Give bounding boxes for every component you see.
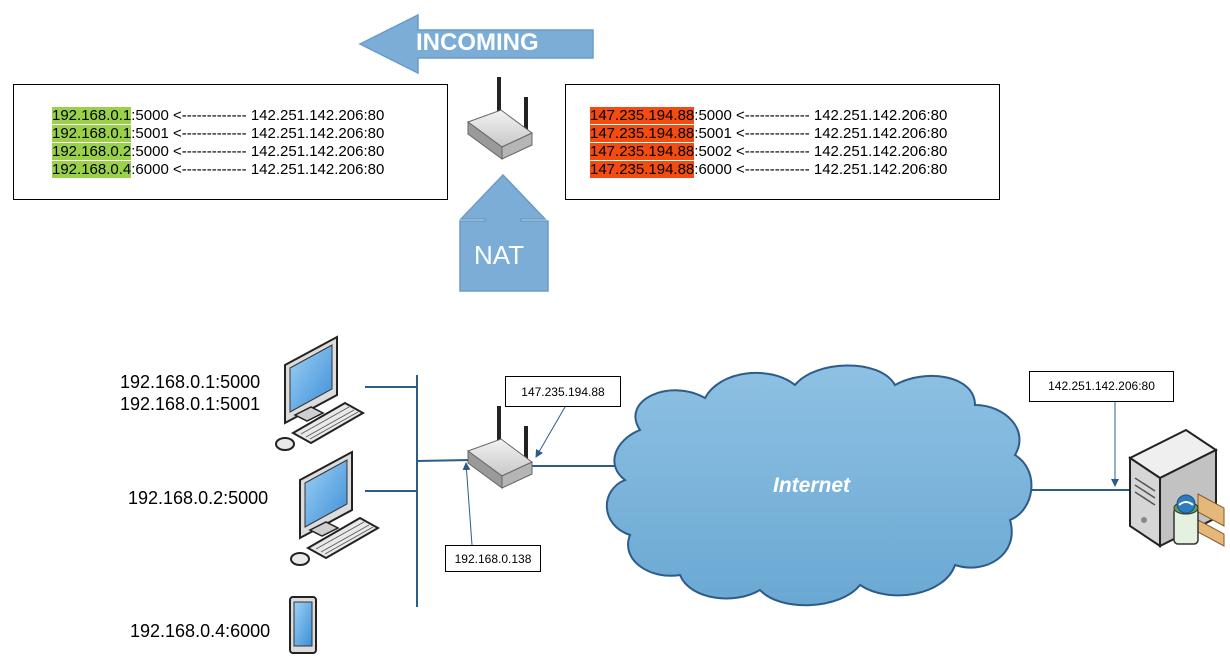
router-lan-ip-label: 192.168.0.138 <box>445 545 541 572</box>
incoming-label: INCOMING <box>416 29 539 56</box>
pc2-address-label: 192.168.0.2:5000 <box>128 488 269 508</box>
router-icon <box>466 406 533 489</box>
table-row: 147.235.194.88:6000 <------------- 142.2… <box>590 161 947 179</box>
table-row: 147.235.194.88:5002 <------------- 142.2… <box>590 143 947 161</box>
public-connection-table: 147.235.194.88:5000 <------------- 142.2… <box>565 84 1000 200</box>
arrow-text: <------------- <box>731 107 814 124</box>
arrow-text: <------------- <box>731 161 814 178</box>
arrow-text: <------------- <box>168 161 251 178</box>
table-row: 192.168.0.1:5001 <------------- 142.251.… <box>52 125 384 143</box>
arrow-text: <------------- <box>168 143 251 160</box>
port: :5000 <box>131 107 169 124</box>
pc1-address-label: 192.168.0.1:5000 192.168.0.1:5001 <box>120 371 260 415</box>
public-ip: 147.235.194.88 <box>590 161 695 178</box>
port: :5001 <box>131 125 169 142</box>
destination: 142.251.142.206:80 <box>250 125 385 142</box>
public-ip: 147.235.194.88 <box>590 125 695 142</box>
pc1-address-line: 192.168.0.1:5000 <box>120 372 261 392</box>
arrow-text: <------------- <box>168 107 251 124</box>
server-icon <box>1128 428 1225 548</box>
incoming-arrow <box>358 13 594 75</box>
destination: 142.251.142.206:80 <box>813 125 948 142</box>
port: :5001 <box>694 125 732 142</box>
port: :5002 <box>694 143 732 160</box>
internet-cloud <box>605 364 1033 607</box>
private-ip: 192.168.0.1 <box>52 107 132 124</box>
desktop-computer-icon <box>290 450 381 566</box>
port: :5000 <box>131 143 169 160</box>
nat-label: NAT <box>474 240 525 270</box>
destination: 142.251.142.206:80 <box>250 161 385 178</box>
table-row: 192.168.0.2:5000 <------------- 142.251.… <box>52 143 384 161</box>
destination: 142.251.142.206:80 <box>813 143 948 160</box>
private-ip: 192.168.0.2 <box>52 143 132 160</box>
arrow-text: <------------- <box>168 125 251 142</box>
destination: 142.251.142.206:80 <box>250 143 385 160</box>
router-icon <box>466 77 533 160</box>
internal-connection-table: 192.168.0.1:5000 <------------- 142.251.… <box>13 84 448 200</box>
server-address-label: 142.251.142.206:80 <box>1029 371 1174 402</box>
callout-pointers <box>462 402 1119 546</box>
destination: 142.251.142.206:80 <box>250 107 385 124</box>
internet-label: Internet <box>773 474 851 497</box>
table-row: 147.235.194.88:5000 <------------- 142.2… <box>590 107 947 125</box>
desktop-computer-icon <box>275 335 366 451</box>
pc1-address-line: 192.168.0.1:5001 <box>120 394 261 414</box>
nat-arrow <box>459 173 549 292</box>
private-ip: 192.168.0.1 <box>52 125 132 142</box>
table-row: 192.168.0.4:6000 <------------- 142.251.… <box>52 161 384 179</box>
table-row: 192.168.0.1:5000 <------------- 142.251.… <box>52 107 384 125</box>
tablet-icon <box>289 596 317 654</box>
port: :5000 <box>694 107 732 124</box>
public-ip: 147.235.194.88 <box>590 143 695 160</box>
arrow-text: <------------- <box>731 143 814 160</box>
table-row: 147.235.194.88:5001 <------------- 142.2… <box>590 125 947 143</box>
private-ip: 192.168.0.4 <box>52 161 132 178</box>
arrow-text: <------------- <box>731 125 814 142</box>
public-ip: 147.235.194.88 <box>590 107 695 124</box>
tablet-address-label: 192.168.0.4:6000 <box>130 621 271 641</box>
network-links <box>365 375 1130 607</box>
port: :6000 <box>131 161 169 178</box>
router-wan-ip-label: 147.235.194.88 <box>505 376 621 407</box>
port: :6000 <box>694 161 732 178</box>
destination: 142.251.142.206:80 <box>813 161 948 178</box>
destination: 142.251.142.206:80 <box>813 107 948 124</box>
